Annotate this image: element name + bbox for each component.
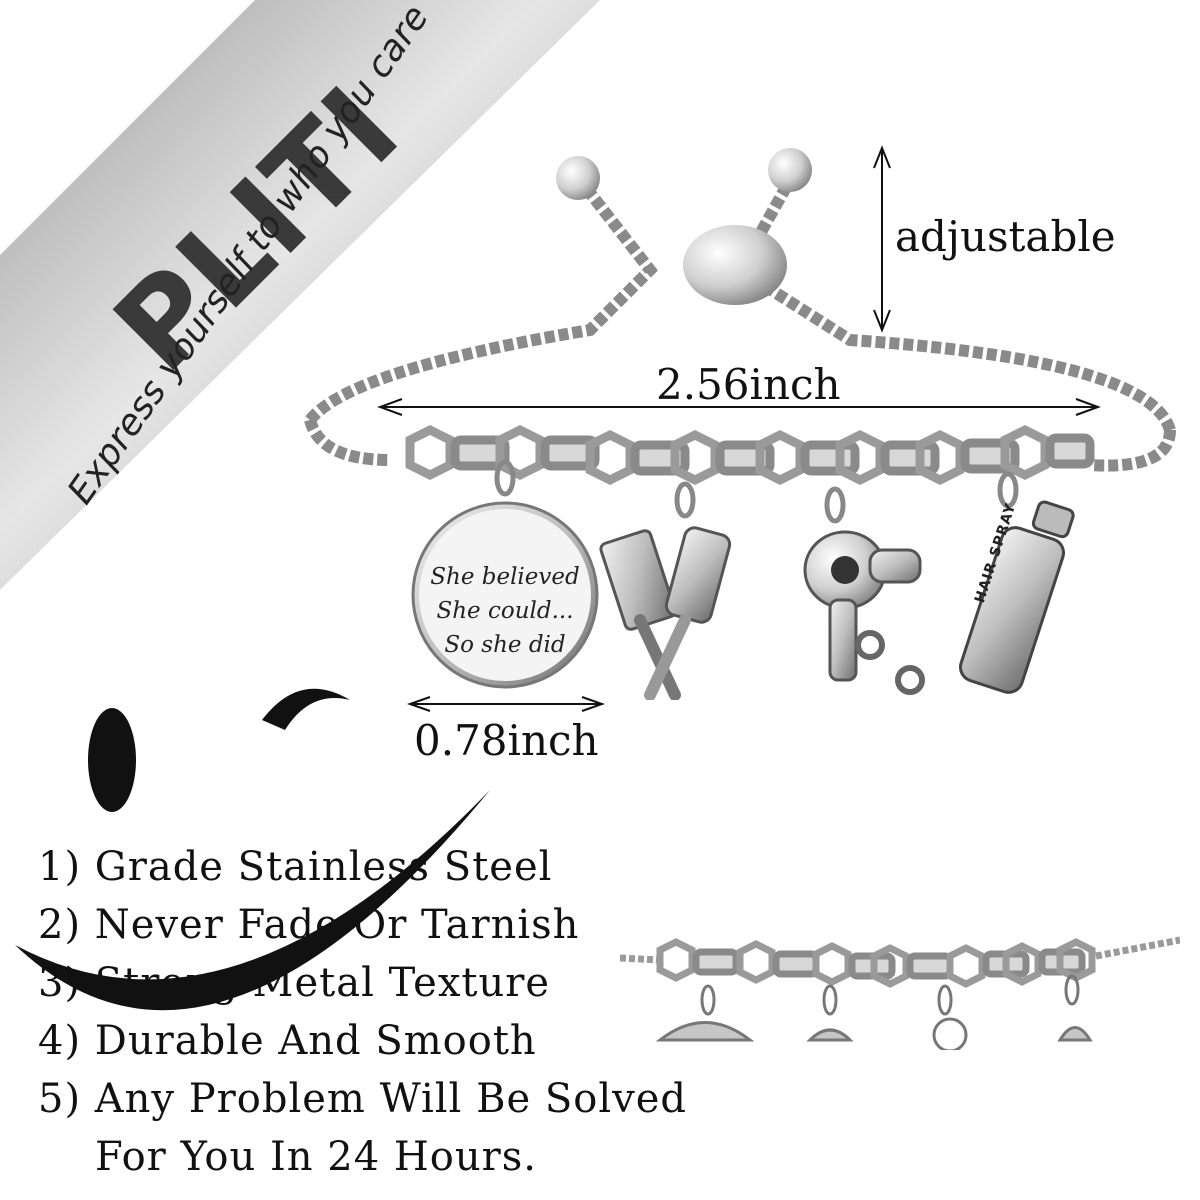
link-row	[405, 424, 1095, 486]
smiley-eye-right	[262, 688, 350, 730]
smiley-face-graphic	[15, 688, 490, 1011]
pendant-line-3: So she did	[444, 632, 566, 658]
pendant-line-2: She could...	[436, 598, 574, 624]
hair-dryer-charm	[803, 486, 925, 695]
feature-list: 1) Grade Stainless Steel 2) Never Fade O…	[38, 838, 687, 1186]
bracelet-detail-image	[620, 936, 1180, 1050]
pendant-engraving: She believed She could... So she did	[410, 560, 600, 662]
feature-item-3: 3) Strong Metal Texture	[38, 960, 551, 1006]
feature-item-4: 4) Durable And Smooth	[38, 1018, 537, 1064]
feature-item-5-continued: For You In 24 Hours.	[95, 1134, 537, 1180]
feature-item-2: 2) Never Fade Or Tarnish	[38, 902, 580, 948]
smiley-mouth	[15, 790, 490, 1011]
pendant-line-1: She believed	[430, 564, 580, 590]
chain-left	[305, 176, 658, 424]
feature-item-1: 1) Grade Stainless Steel	[38, 844, 553, 890]
pendant-size-label: 0.78inch	[414, 716, 599, 765]
bracelet-image	[304, 148, 1176, 700]
smiley-eye-left	[88, 708, 136, 812]
comb-brush-charm	[599, 481, 732, 700]
chain-right	[732, 177, 1176, 433]
chain-end-bead-right	[768, 148, 812, 192]
slider-bead	[683, 225, 787, 305]
hair-spray-charm	[958, 471, 1075, 694]
width-label: 2.56inch	[656, 360, 841, 409]
chain-end-bead-left	[556, 156, 600, 200]
feature-item-5: 5) Any Problem Will Be Solved	[38, 1076, 687, 1122]
adjustable-label: adjustable	[895, 212, 1116, 261]
